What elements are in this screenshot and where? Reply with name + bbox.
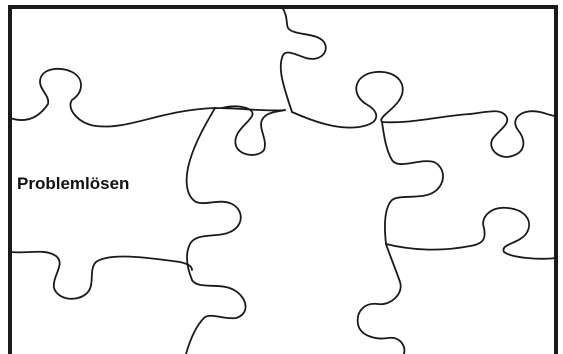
cut-line-lower-right-horizontal <box>385 206 557 260</box>
cut-line-top-left-horizontal <box>9 67 286 128</box>
cut-line-upper-middle-vertical <box>279 6 327 113</box>
cut-line-upper-right-knob <box>469 110 557 158</box>
cut-line-right-vertical <box>381 121 444 245</box>
cut-line-left-center-vertical <box>185 107 242 281</box>
cut-line-center-right-horizontal <box>291 71 471 129</box>
piece-label: Problemlösen <box>17 174 129 193</box>
cut-line-lower-left-horizontal <box>9 250 193 300</box>
cut-line-lower-center <box>185 279 247 354</box>
cut-line-bottom-middle-knob <box>356 243 406 354</box>
cut-line-center-knob <box>221 105 286 156</box>
